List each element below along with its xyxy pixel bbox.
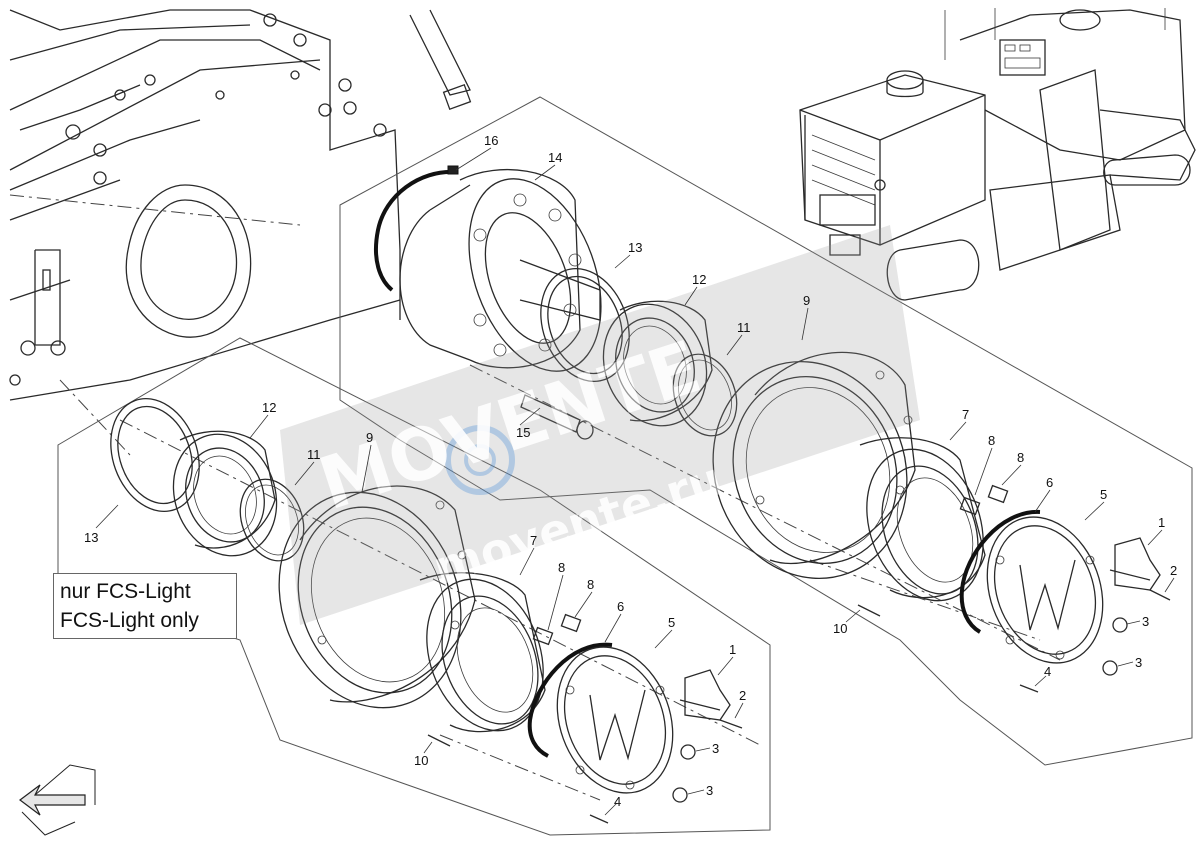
- part-10-screw-upper: [857, 604, 881, 617]
- callout-15: 15: [516, 425, 530, 440]
- callout-5: 5: [668, 615, 675, 630]
- callout-2: 2: [1170, 563, 1177, 578]
- part-14-drum-hub: [399, 168, 602, 372]
- callouts: 16 14 13 12 11 9 15 7 8 8 6 5 1 2 3 3 4 …: [84, 133, 1177, 809]
- callout-12: 12: [262, 400, 276, 415]
- callout-11: 11: [307, 447, 321, 462]
- callout-5: 5: [1100, 487, 1107, 502]
- part-15-bolt: [520, 394, 594, 440]
- part-11-ring-lower: [239, 478, 305, 562]
- callout-14: 14: [548, 150, 562, 165]
- part-1-bracket-upper: [1109, 537, 1161, 591]
- callout-7: 7: [962, 407, 969, 422]
- callout-2: 2: [739, 688, 746, 703]
- callout-8: 8: [558, 560, 565, 575]
- part-6-snap-ring-lower: [527, 642, 613, 758]
- part-5-cover-lower: [556, 646, 674, 794]
- callout-6: 6: [1046, 475, 1053, 490]
- callout-8: 8: [988, 433, 995, 448]
- fcs-light-note: nur FCS-Light FCS-Light only: [53, 573, 237, 639]
- part-3-nuts-lower: [672, 744, 696, 803]
- part-13-seal-upper: [540, 267, 630, 383]
- leader-lines: [95, 147, 1175, 816]
- callout-11: 11: [737, 320, 751, 335]
- callout-10: 10: [833, 621, 847, 636]
- callout-6: 6: [617, 599, 624, 614]
- callout-13: 13: [628, 240, 642, 255]
- callout-3: 3: [706, 783, 713, 798]
- assembly-frame-main: [339, 96, 1193, 766]
- callout-3: 3: [1135, 655, 1142, 670]
- callout-10: 10: [414, 753, 428, 768]
- callout-12: 12: [692, 272, 706, 287]
- part-16-snap-ring: [373, 165, 459, 292]
- callout-1: 1: [1158, 515, 1165, 530]
- note-line-english: FCS-Light only: [60, 609, 199, 632]
- part-4-screw-upper: [1019, 684, 1039, 693]
- part-2-screw-upper: [1149, 589, 1171, 601]
- callout-3: 3: [712, 741, 719, 756]
- part-8-fittings-lower: [532, 613, 582, 646]
- part-2-screw-lower: [719, 719, 743, 729]
- part-10-screw-lower: [427, 734, 451, 747]
- callout-8: 8: [1017, 450, 1024, 465]
- machine-overview: [799, 8, 1196, 301]
- part-12-bearing-upper: [602, 300, 713, 427]
- callout-9: 9: [366, 430, 373, 445]
- part-4-screw-lower: [589, 814, 609, 824]
- part-8-fittings-upper: [959, 484, 1009, 516]
- callout-9: 9: [803, 293, 810, 308]
- part-9-drum-lower: [278, 485, 476, 709]
- callout-1: 1: [729, 642, 736, 657]
- part-6-snap-ring-upper: [959, 509, 1041, 634]
- part-7-hub-lower: [419, 572, 546, 733]
- callout-8: 8: [587, 577, 594, 592]
- part-1-bracket-lower: [679, 669, 731, 721]
- part-7-hub-upper: [859, 437, 986, 602]
- callout-16: 16: [484, 133, 498, 148]
- callout-4: 4: [614, 794, 621, 809]
- part-13-seal-lower: [110, 397, 200, 513]
- callout-13: 13: [84, 530, 98, 545]
- part-3-nuts-upper: [1102, 617, 1128, 676]
- callout-3: 3: [1142, 614, 1149, 629]
- machine-frame: [9, 9, 472, 456]
- part-5-cover-upper: [986, 516, 1104, 664]
- w-logo-icon: [1019, 559, 1076, 631]
- part-12-bearing-lower: [172, 430, 278, 557]
- callout-4: 4: [1044, 664, 1051, 679]
- callout-7: 7: [530, 533, 537, 548]
- note-line-german: nur FCS-Light: [60, 580, 191, 603]
- arrow-icon: [19, 764, 96, 836]
